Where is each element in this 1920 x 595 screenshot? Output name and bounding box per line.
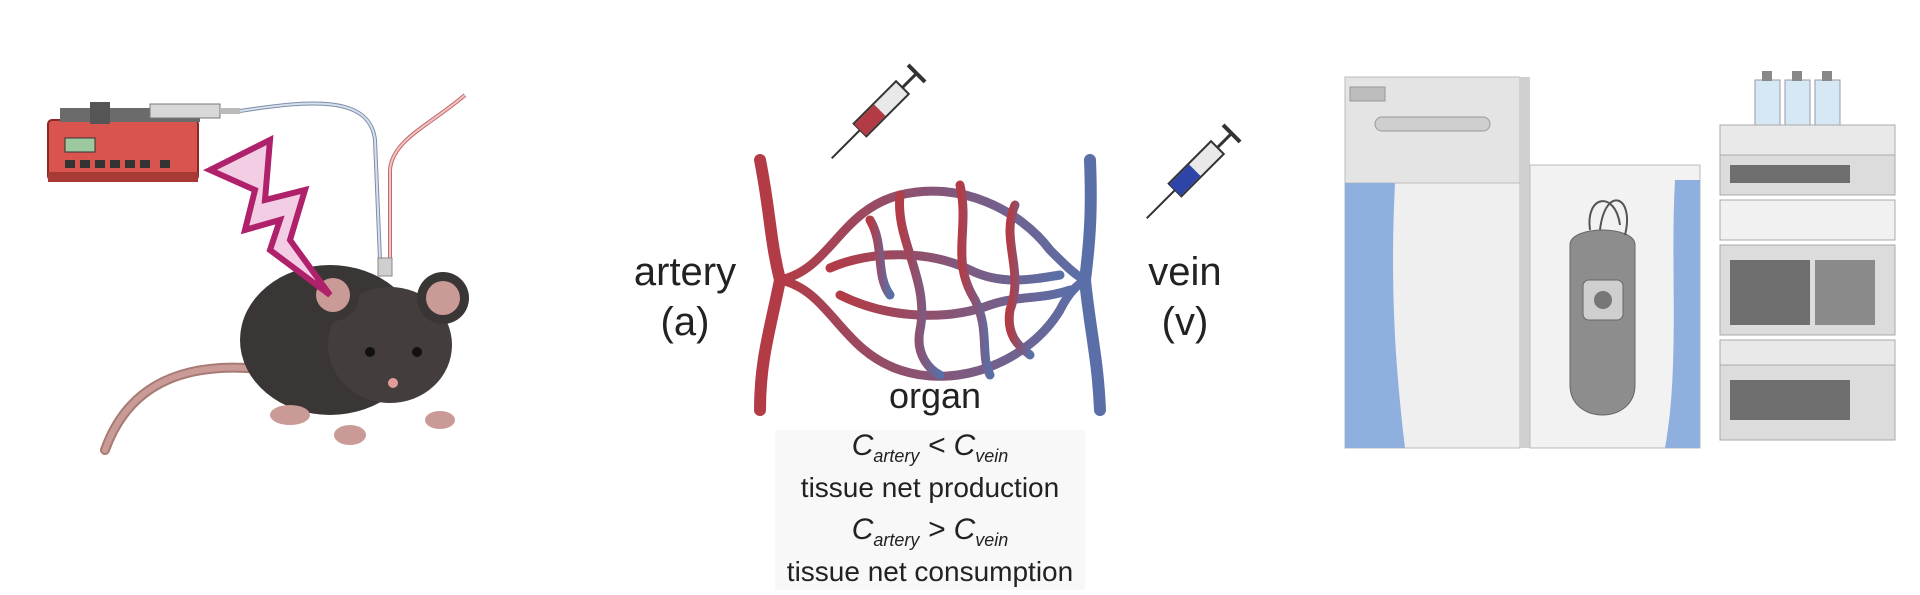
vein-symbol: (v) <box>1161 300 1209 344</box>
inequality: Cartery < Cvein <box>851 429 1009 467</box>
artery-symbol: (a) <box>660 300 710 344</box>
mouse-infusion-illustration <box>30 80 500 480</box>
syringe-icon <box>1146 123 1242 219</box>
vein-vessel <box>1078 154 1106 416</box>
condition-consumption: Cartery > Cvein tissue net consumption <box>775 514 1085 588</box>
capillary-network <box>775 180 1090 381</box>
mass-spectrometer-icon <box>1344 76 1701 449</box>
mouse-infusion-graphic <box>47 93 469 455</box>
condition-meaning: tissue net consumption <box>786 556 1074 587</box>
arteriovenous-diagram: artery (a) vein (v) organ Cartery < Cvei… <box>630 63 1242 590</box>
vessel-graphic <box>754 63 1242 416</box>
vein-label: vein <box>1148 250 1222 294</box>
condition-box: Cartery < Cvein tissue net production Ca… <box>775 430 1085 590</box>
lightning-icon <box>202 134 333 298</box>
lc-system-icon <box>1719 71 1896 441</box>
inequality: Cartery > Cvein <box>851 513 1009 551</box>
condition-production: Cartery < Cvein tissue net production <box>775 430 1085 504</box>
condition-meaning: tissue net production <box>800 472 1060 503</box>
artery-label: artery <box>633 250 737 294</box>
mouse-icon <box>240 257 469 445</box>
lc-ms-illustration <box>1335 65 1905 465</box>
lc-ms-graphic <box>1344 71 1896 449</box>
artery-vessel <box>754 154 787 416</box>
organ-label: organ <box>888 375 982 416</box>
syringe-icon <box>831 63 927 159</box>
syringe-pump-icon <box>47 102 240 182</box>
